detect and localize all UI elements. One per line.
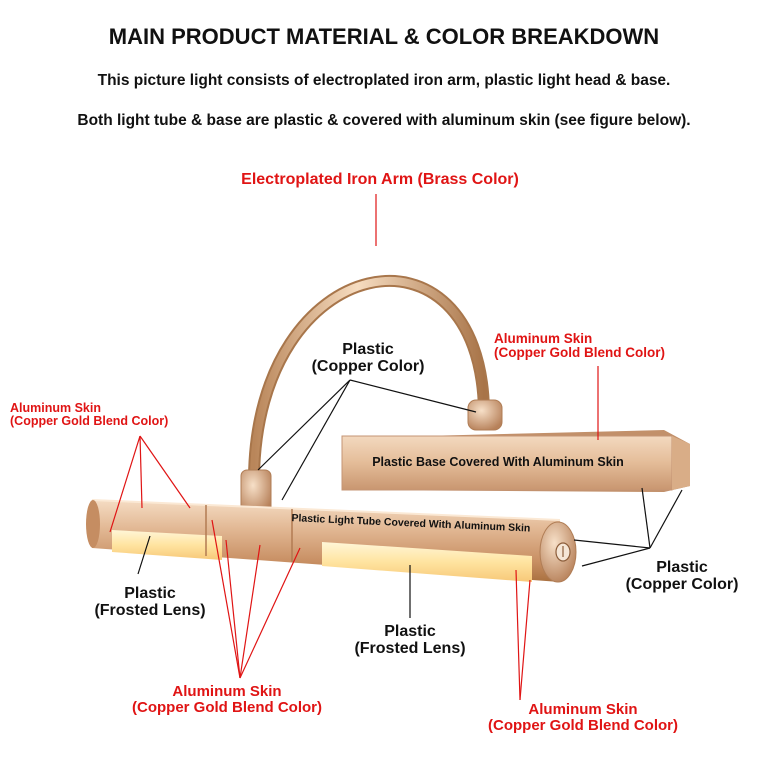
arm-joint-base	[467, 399, 503, 431]
light-tube-shape	[86, 499, 577, 583]
label-plastic-base: Plastic Base Covered With Aluminum Skin	[372, 455, 624, 469]
label-aluminum-bottom-right: Aluminum Skin (Copper Gold Blend Color)	[488, 701, 678, 734]
label-aluminum-base: Aluminum Skin (Copper Gold Blend Color)	[494, 331, 665, 361]
red-leader-lines	[109, 194, 599, 701]
label-frosted-mid: Plastic (Frosted Lens)	[354, 623, 466, 657]
frosted-lens-right	[322, 542, 532, 582]
black-leader-lines	[137, 379, 683, 618]
label-aluminum-bottom-left: Aluminum Skin (Copper Gold Blend Color)	[132, 683, 322, 716]
label-arm: Electroplated Iron Arm (Brass Color)	[241, 171, 519, 188]
label-plastic-top: Plastic (Copper Color)	[311, 341, 425, 375]
label-aluminum-left: Aluminum Skin (Copper Gold Blend Color)	[10, 401, 169, 429]
label-frosted-left: Plastic (Frosted Lens)	[94, 585, 206, 619]
frosted-lens-left	[112, 530, 222, 560]
light-base-shape	[341, 430, 690, 492]
page-title: MAIN PRODUCT MATERIAL & COLOR BREAKDOWN	[108, 24, 660, 49]
intro-line-2: Both light tube & base are plastic & cov…	[77, 112, 691, 129]
intro-line-1: This picture light consists of electropl…	[97, 72, 671, 89]
label-plastic-right: Plastic (Copper Color)	[625, 559, 739, 593]
